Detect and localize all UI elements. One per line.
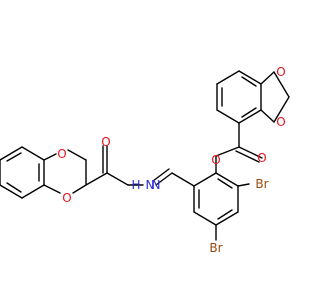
amide-group — [85, 145, 129, 186]
ester-group — [215, 122, 263, 174]
atom-h-amide: H — [131, 178, 140, 192]
atom-o-methylenedioxy-lower: O — [276, 115, 285, 129]
atom-o-dioxane-lower: O — [62, 191, 71, 205]
benzodioxole-ring — [216, 70, 290, 124]
atom-n-imine: N — [152, 178, 161, 192]
atom-n-amide: N — [146, 178, 155, 192]
atom-o-ester-link: O — [211, 153, 220, 167]
hydrazone-linker — [127, 168, 195, 187]
dibromophenyl-ring — [193, 172, 250, 241]
atom-o-ester-carbonyl: O — [257, 151, 266, 165]
atom-o-amide-carbonyl: O — [101, 135, 110, 149]
atom-labels: O O O O O O O H N N Br Br — [57, 65, 285, 255]
benzodioxane-ring — [0, 146, 87, 199]
atom-br-lower: Br — [209, 241, 222, 255]
atom-o-dioxane-upper: O — [57, 147, 66, 161]
atom-br-upper: Br — [255, 177, 268, 191]
atom-o-methylenedioxy-upper: O — [276, 65, 285, 79]
molecule-structure-diagram: O O O O O O O H N N Br Br — [0, 65, 290, 255]
